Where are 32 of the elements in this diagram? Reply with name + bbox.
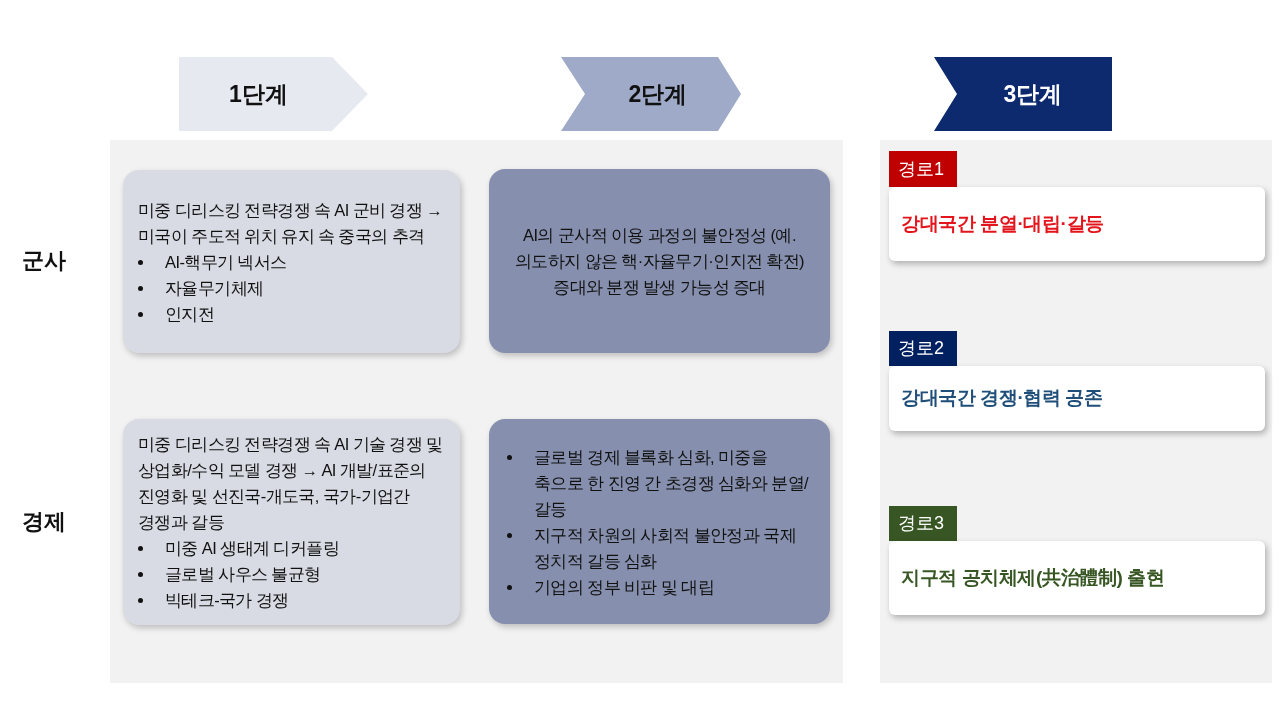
bullet-text: 지구적 차원의 사회적 불안정과 국제 정치적 갈등 심화 (534, 524, 797, 572)
route-tag: 경로3 (889, 506, 957, 541)
route-tag: 경로1 (889, 151, 957, 187)
content-card (489, 419, 830, 624)
bullet-text: 미중 AI 생태계 디커플링 (165, 538, 339, 559)
content-card (123, 170, 460, 353)
route-card (889, 187, 1265, 261)
content-card (123, 419, 460, 625)
bullet-text: 글로벌 사우스 불균형 (165, 564, 321, 585)
route-title: 지구적 공치체제(共治體制) 출현 (901, 565, 1165, 590)
card-text: 미중 디리스킹 전략경쟁 속 AI 군비 경쟁 → 미국이 주도적 위치 유지 속 중국의 추격 (138, 199, 444, 247)
bullet-text: 인지전 (165, 303, 215, 325)
bullet-text: AI-핵무기 넥서스 (165, 251, 287, 273)
bullet-text: 글로벌 경제 블록화 심화, 미중을 축으로 한 진영 간 초경쟁 심화와 분열/갈등 (534, 446, 810, 520)
stage-chevron: 3단계 (934, 57, 1112, 131)
stage-chevron: 2단계 (561, 57, 741, 131)
route-title: 강대국간 분열·대립·갈등 (901, 211, 1104, 236)
route-card (889, 541, 1265, 615)
route-tag: 경로2 (889, 331, 957, 366)
card-text: 미중 디리스킹 전략경쟁 속 AI 기술 경쟁 및 상업화/수익 모델 경쟁 → AI 개발/표준의 진영화 및 선진국-개도국, 국가-기업간 경쟁과 갈등 (138, 434, 444, 533)
panel-background (880, 140, 1272, 683)
content-card (489, 169, 830, 353)
row-label: 군사 (22, 247, 66, 275)
route-card (889, 366, 1265, 431)
route-title: 강대국간 경쟁·협력 공존 (901, 386, 1103, 411)
bullet-text: 자율무기체제 (165, 277, 264, 299)
stage-chevron: 1단계 (179, 57, 368, 131)
bullet-text: 기업의 정부 비판 및 대립 (534, 576, 714, 598)
row-label: 경제 (22, 508, 66, 536)
card-text: AI의 군사적 이용 과정의 불안정성 (예. 의도하지 않은 핵·자율무기·인지전 확전) 증대와 분쟁 발생 가능성 증대 (513, 225, 805, 298)
panel-background (110, 140, 843, 683)
bullet-text: 빅테크-국가 경쟁 (165, 590, 289, 611)
